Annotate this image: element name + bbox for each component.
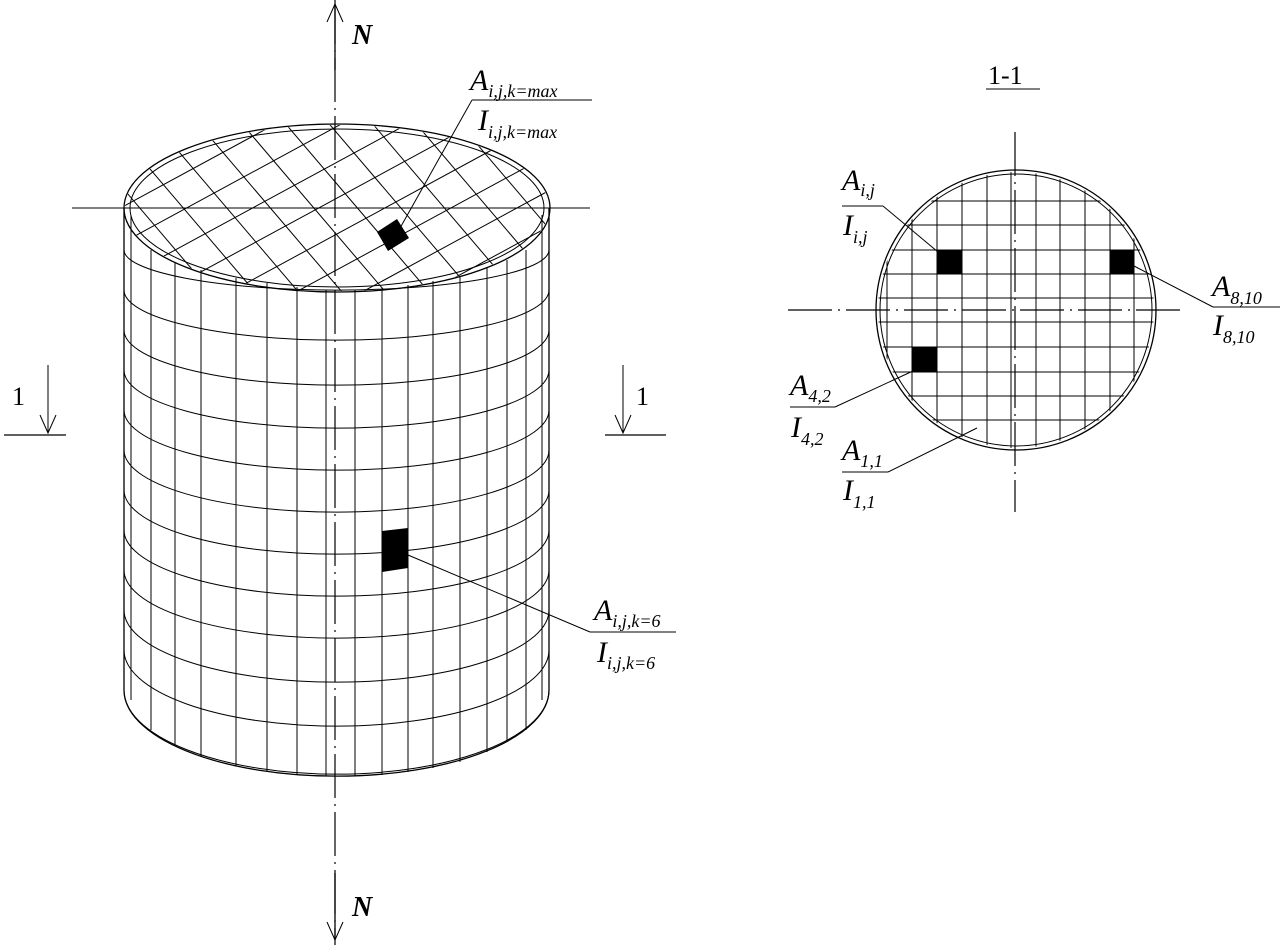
leader-top-element: [394, 99, 592, 238]
label-A-top: Ai,j,k=max: [468, 64, 557, 101]
force-arrow-top: [326, 2, 344, 70]
section-label-left: 1: [12, 382, 25, 411]
label-I-8-10: I8,10: [1212, 309, 1255, 347]
leader-1-1: [842, 427, 978, 473]
cylinder-3d: [72, 0, 590, 945]
label-I-top: Ii,j,k=max: [477, 104, 557, 142]
section-marker-right: [605, 365, 666, 436]
highlight-element-k6: [382, 528, 408, 572]
cylinder-vertical-lines: [150, 250, 527, 776]
label-A-4-2: A4,2: [788, 369, 831, 406]
element-8-10: [1110, 250, 1134, 274]
force-label-bottom: N: [351, 892, 374, 923]
leader-8-10: [1133, 265, 1280, 308]
leader-ij: [842, 205, 939, 253]
leader-4-2: [790, 370, 914, 408]
section-marker-left: [4, 365, 66, 436]
force-arrow-bottom: [326, 873, 344, 942]
label-I-1-1: I1,1: [842, 474, 876, 512]
label-I-4-2: I4,2: [790, 411, 824, 449]
label-A-1-1: A1,1: [840, 434, 883, 471]
label-A-k6: Ai,j,k=6: [592, 594, 660, 631]
force-label-top: N: [351, 20, 374, 51]
label-I-ij: Ii,j: [842, 209, 868, 247]
leader-side-element: [407, 554, 676, 633]
label-I-k6: Ii,j,k=6: [596, 636, 655, 673]
label-A-ij: Ai,j: [840, 164, 875, 200]
cylinder-outline: [123, 208, 550, 777]
element-ij: [937, 250, 962, 274]
cylinder-rings: [123, 249, 550, 775]
highlight-element-top: [377, 219, 409, 251]
section-title: 1-1: [988, 61, 1023, 90]
element-4-2: [912, 347, 937, 372]
label-A-8-10: A8,10: [1210, 270, 1262, 308]
section-label-right: 1: [636, 382, 649, 411]
